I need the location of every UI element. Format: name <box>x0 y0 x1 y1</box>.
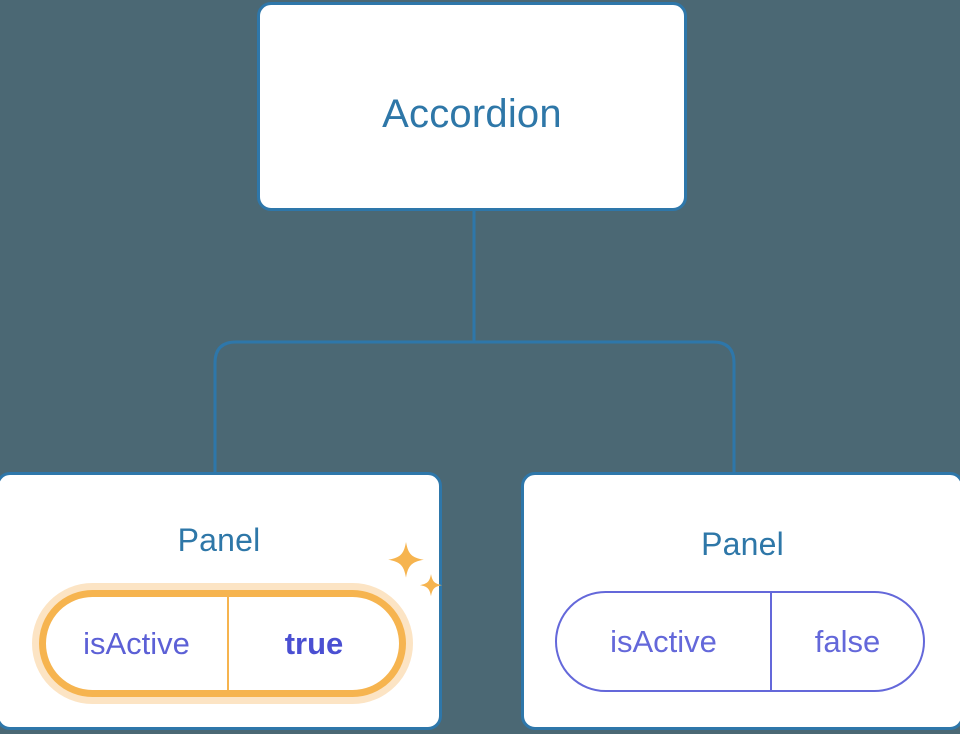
node-panel-right-title: Panel <box>701 526 784 562</box>
connector-to-panel-right <box>474 340 736 474</box>
node-accordion-title: Accordion <box>382 92 562 136</box>
connector-to-panel-left <box>213 340 474 474</box>
prop-key-label: isActive <box>557 593 772 690</box>
prop-pill-is-active-false[interactable]: isActive false <box>555 591 925 692</box>
prop-value-label: true <box>284 625 344 661</box>
prop-value-label: false <box>814 623 881 659</box>
prop-pill-is-active-true[interactable]: isActive true <box>39 590 406 697</box>
node-panel-left-title: Panel <box>177 522 261 558</box>
prop-key-label: isActive <box>46 597 229 690</box>
node-accordion[interactable]: Accordion <box>257 2 687 211</box>
